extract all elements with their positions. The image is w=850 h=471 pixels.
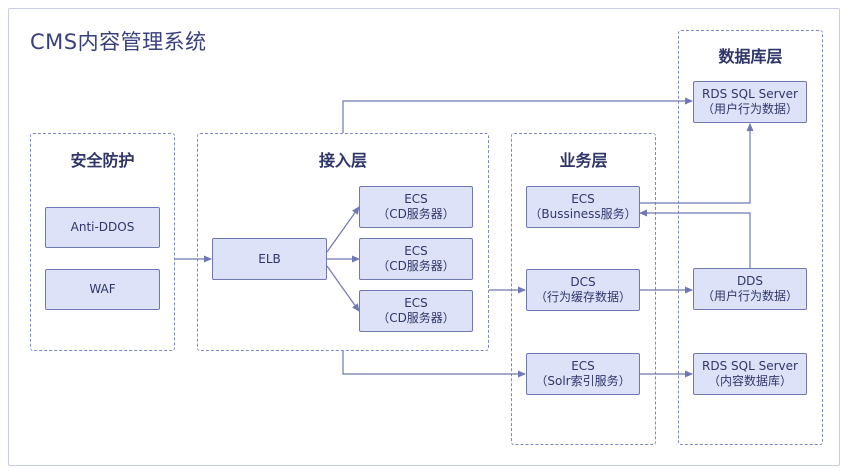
node-ecs-solr[interactable]: ECS （Solr索引服务）: [526, 353, 640, 395]
node-ecs-cd-3-line2: （CD服务器）: [377, 311, 455, 325]
node-dds-line1: DDS: [736, 274, 764, 288]
diagram-title: CMS内容管理系统: [30, 30, 207, 54]
node-ecs-solr-line1: ECS: [571, 359, 595, 373]
node-ecs-cd-1-line2: （CD服务器）: [377, 207, 455, 221]
node-elb[interactable]: ELB: [212, 238, 327, 280]
node-ecs-cd-2-line2: （CD服务器）: [377, 259, 455, 273]
node-ecs-business-line1: ECS: [571, 192, 595, 206]
node-ecs-cd-3[interactable]: ECS （CD服务器）: [359, 290, 473, 332]
edge-elb-to-ecs-cd-1: [326, 206, 360, 253]
node-waf[interactable]: WAF: [45, 269, 160, 310]
node-rds-content-line1: RDS SQL Server: [702, 359, 798, 373]
node-ecs-cd-2-line1: ECS: [404, 244, 428, 258]
node-dcs-line1: DCS: [570, 275, 596, 289]
edge-ecs-business-to-rds-behavior: [639, 123, 754, 204]
group-security-title: 安全防护: [70, 151, 135, 170]
node-elb-label: ELB: [258, 251, 281, 266]
node-waf-label: WAF: [89, 282, 116, 296]
node-ecs-cd-1[interactable]: ECS （CD服务器）: [359, 186, 473, 228]
node-ecs-business-line2: （Bussiness服务）: [529, 207, 637, 221]
node-rds-behavior[interactable]: RDS SQL Server （用户行为数据）: [693, 81, 807, 123]
node-anti-ddos-label: Anti-DDOS: [70, 220, 135, 234]
group-database-title: 数据库层: [718, 47, 783, 66]
group-access-title: 接入层: [318, 151, 367, 170]
node-ecs-business[interactable]: ECS （Bussiness服务）: [526, 186, 640, 228]
node-anti-ddos[interactable]: Anti-DDOS: [45, 207, 160, 248]
edge-access-to-ecs-solr: [342, 351, 526, 378]
node-rds-behavior-line2: （用户行为数据）: [701, 102, 798, 116]
node-rds-content-line2: （内容数据库）: [707, 374, 792, 388]
node-dcs[interactable]: DCS （行为缓存数据）: [526, 269, 640, 311]
edge-elb-to-ecs-cd-3: [326, 265, 360, 312]
node-ecs-cd-2[interactable]: ECS （CD服务器）: [359, 238, 473, 280]
edge-access-to-rds-behavior: [342, 97, 693, 133]
group-business-title: 业务层: [559, 151, 608, 170]
node-ecs-cd-3-line1: ECS: [404, 296, 428, 310]
node-dds-line2: （用户行为数据）: [701, 289, 798, 303]
node-ecs-cd-1-line1: ECS: [404, 192, 428, 206]
node-dcs-line2: （行为缓存数据）: [534, 290, 631, 304]
node-rds-content[interactable]: RDS SQL Server （内容数据库）: [693, 353, 807, 395]
edge-dds-to-ecs-business: [639, 209, 751, 268]
node-ecs-solr-line2: （Solr索引服务）: [535, 374, 631, 388]
node-dds[interactable]: DDS （用户行为数据）: [693, 268, 807, 310]
node-rds-behavior-line1: RDS SQL Server: [702, 87, 798, 101]
